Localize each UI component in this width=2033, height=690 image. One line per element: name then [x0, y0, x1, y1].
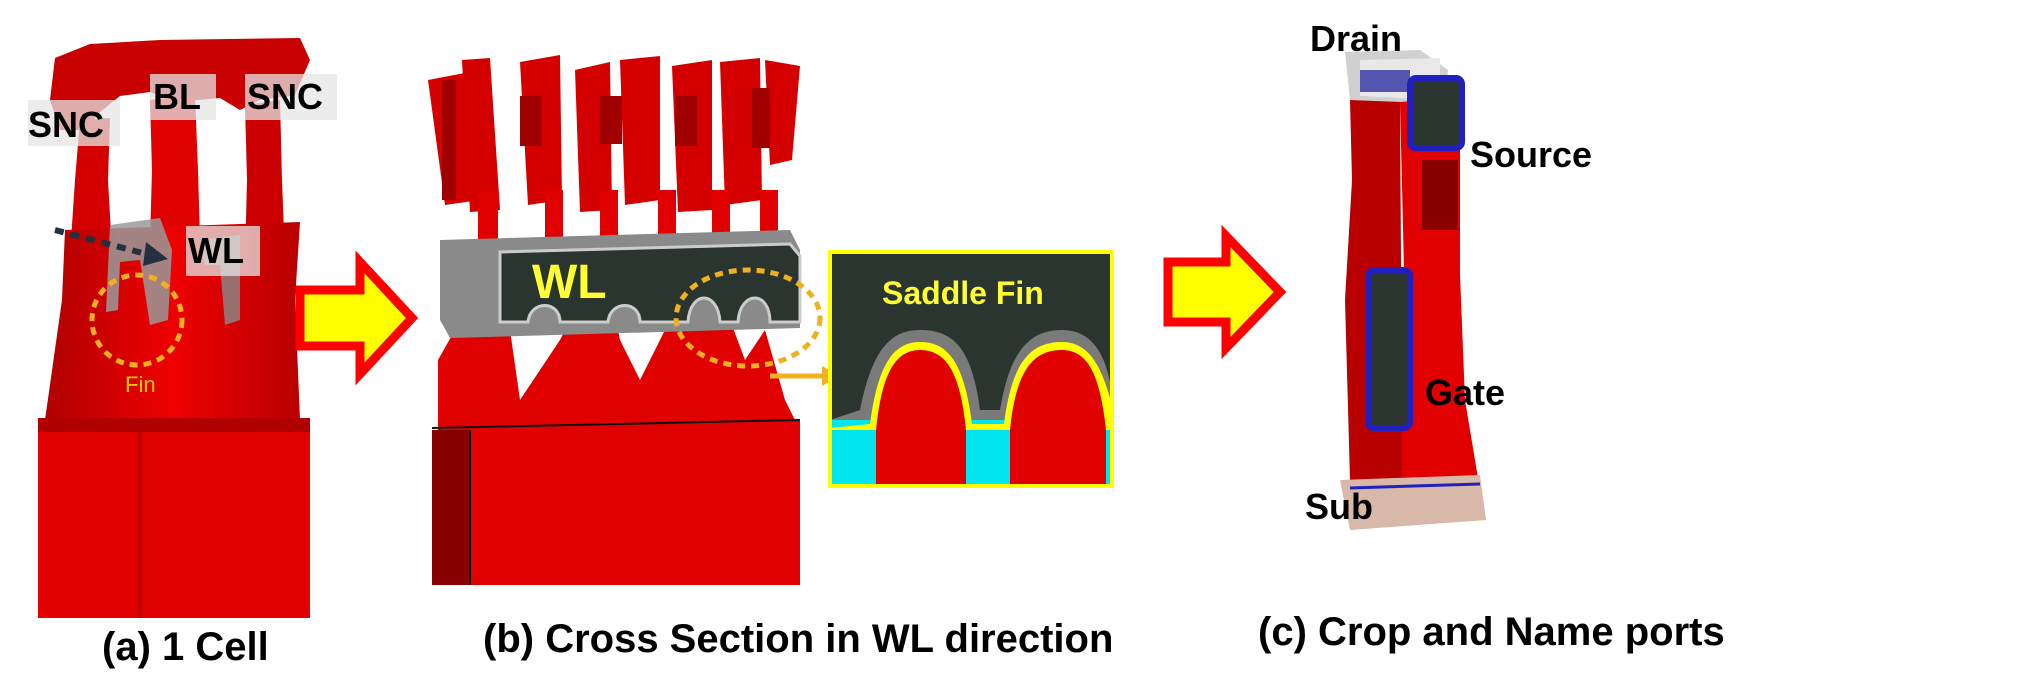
- fin-highlight-circle-icon: [89, 272, 185, 368]
- saddle-fin-inset: [828, 250, 1114, 488]
- snc-left-pillar: [70, 118, 112, 255]
- label-wl-a: WL: [188, 230, 244, 271]
- source-contact: [1407, 75, 1465, 151]
- gate-contact: [1365, 267, 1413, 431]
- label-sub: Sub: [1305, 486, 1373, 527]
- bl-pillar: [150, 95, 200, 240]
- label-gate: Gate: [1425, 372, 1506, 413]
- snc-right-pillar: [245, 100, 285, 260]
- dotted-arrow-icon: [54, 227, 151, 258]
- caption-c: (c) Crop and Name ports: [1258, 610, 1725, 654]
- label-wl-b: WL: [532, 256, 607, 309]
- substrate-block: [38, 418, 310, 618]
- cell-body: [45, 222, 300, 420]
- label-saddle-fin: Saddle Fin: [882, 275, 1044, 311]
- flow-arrow-icon: [295, 250, 419, 386]
- label-fin: Fin: [125, 372, 156, 397]
- flow-arrow-icon: [1163, 224, 1287, 360]
- substrate-contact: [1340, 475, 1486, 530]
- caption-a: (a) 1 Cell: [102, 625, 269, 669]
- label-snc-left: SNC: [28, 104, 105, 145]
- cropped-transistor-model: [1340, 50, 1486, 530]
- label-bl: BL: [153, 76, 201, 117]
- label-drain: Drain: [1310, 18, 1403, 59]
- label-source: Source: [1470, 134, 1593, 175]
- caption-b: (b) Cross Section in WL direction: [483, 617, 1114, 661]
- label-snc-right: SNC: [247, 76, 324, 117]
- saddle-highlight-circle-icon: [673, 267, 823, 369]
- cross-section-model: [428, 55, 840, 585]
- wordline-slab: [498, 242, 802, 324]
